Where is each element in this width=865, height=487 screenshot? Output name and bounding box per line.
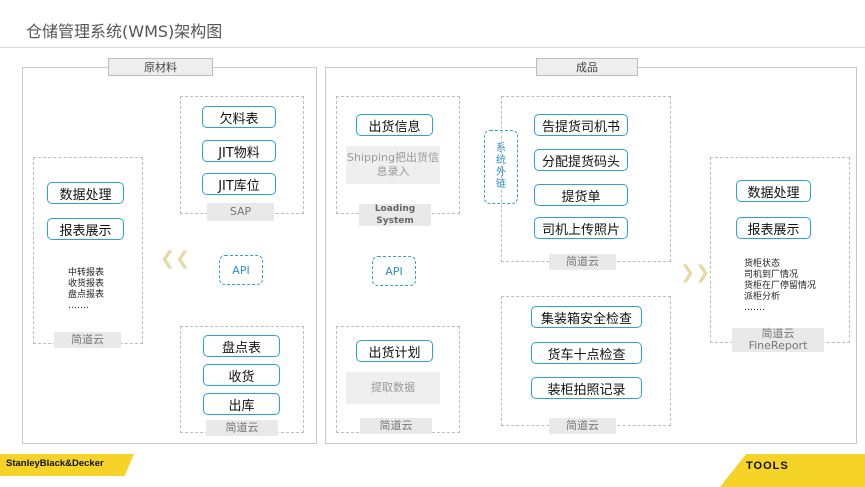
report-inventory: 盘点报表	[68, 290, 105, 300]
report-more: …….	[68, 301, 89, 311]
dispatch-analysis: 派柜分析	[744, 292, 781, 302]
report-receiving: 收货报表	[68, 279, 105, 289]
tools-badge-text: TOOLS	[746, 460, 789, 472]
finished-api-node: API	[372, 256, 416, 286]
tools-badge	[720, 454, 865, 487]
sap-item-jit-material[interactable]: JIT物料	[202, 140, 276, 162]
container-stay: 货柜在厂停留情况	[744, 281, 817, 291]
shipping-plan-footer: 简道云	[360, 418, 432, 434]
page-title: 仓储管理系统(WMS)架构图	[26, 22, 223, 41]
assign-dock-button[interactable]: 分配提货码头	[534, 149, 628, 171]
right-cloud-footer: 简道云 FineReport	[732, 328, 824, 352]
driver-photo-button[interactable]: 司机上传照片	[534, 217, 628, 239]
loading-system-label: Loading System	[359, 204, 431, 226]
driver-notice-button[interactable]: 告提货司机书	[534, 114, 628, 136]
loading-photo-record-button[interactable]: 装柜拍照记录	[531, 377, 642, 399]
driver-arrival: 司机到厂情况	[744, 270, 799, 280]
finished-goods-header: 成品	[536, 58, 638, 76]
right-report-list: 货柜状态 司机到厂情况 货柜在厂停留情况 派柜分析 …….	[744, 259, 816, 314]
inventory-sheet-button[interactable]: 盘点表	[203, 335, 280, 357]
driver-group-footer: 简道云	[549, 254, 616, 270]
left-data-processing-button[interactable]: 数据处理	[47, 182, 124, 204]
left-cloud-footer: 简道云	[54, 332, 121, 348]
extract-data-note: 提取数据	[346, 372, 440, 404]
report-more: …….	[744, 303, 765, 313]
title-divider	[0, 47, 865, 48]
receiving-button[interactable]: 收货	[203, 364, 280, 386]
sap-item-shortage[interactable]: 欠料表	[202, 106, 276, 128]
right-report-display-button[interactable]: 报表展示	[736, 217, 811, 239]
shipping-info-button[interactable]: 出货信息	[356, 114, 433, 136]
container-status: 货柜状态	[744, 259, 781, 269]
pickup-order-button[interactable]: 提货单	[534, 184, 628, 206]
container-safety-check-button[interactable]: 集装箱安全检查	[531, 306, 642, 328]
left-report-display-button[interactable]: 报表展示	[47, 218, 124, 240]
raw-material-header: 原材料	[108, 58, 213, 76]
outbound-button[interactable]: 出库	[203, 393, 280, 415]
sap-item-jit-location[interactable]: JIT库位	[202, 173, 276, 195]
raw-bottom-footer: 简道云	[206, 420, 278, 436]
raw-api-node: API	[219, 255, 263, 285]
inspection-group-footer: 简道云	[549, 418, 616, 434]
chevron-right-icon: ❯❯	[680, 262, 711, 283]
sap-label: SAP	[207, 203, 274, 221]
right-data-processing-button[interactable]: 数据处理	[736, 180, 811, 202]
shipping-plan-button[interactable]: 出货计划	[356, 340, 433, 362]
chevron-left-icon: ❮❮	[160, 248, 191, 269]
brand-logo	[0, 454, 134, 476]
truck-ten-point-check-button[interactable]: 货车十点检查	[531, 342, 642, 364]
left-report-list: 中转报表 收货报表 盘点报表 …….	[68, 268, 104, 312]
shipping-info-note: Shipping把出货信息录入	[346, 146, 440, 184]
report-transfer: 中转报表	[68, 268, 105, 278]
brand-logo-text: StanleyBlack&Decker	[6, 458, 104, 469]
